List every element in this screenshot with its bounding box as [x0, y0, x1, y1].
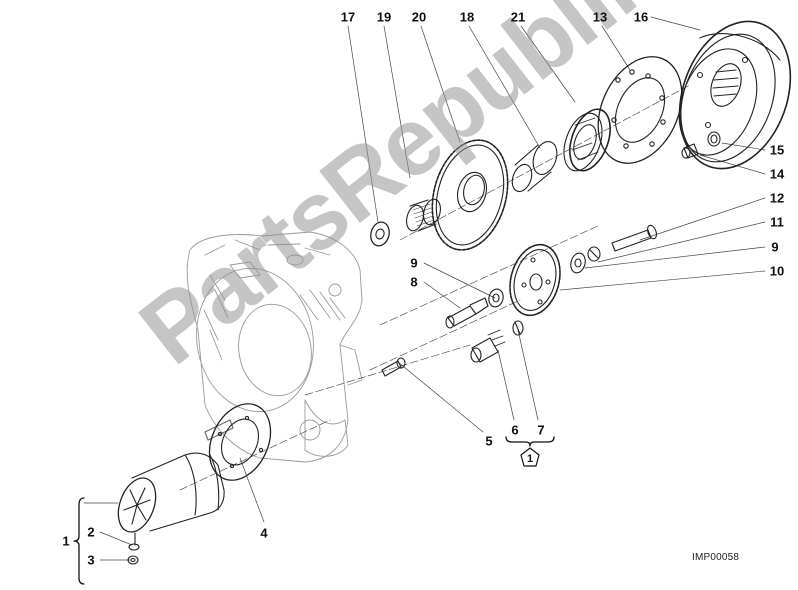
part-21-freewheel: [563, 108, 611, 172]
callout-c5[interactable]: 5: [485, 433, 493, 449]
callout-c3[interactable]: 3: [87, 552, 95, 568]
callout-c17[interactable]: 17: [340, 9, 356, 25]
part-2-washer: [128, 543, 140, 551]
part-1-starter-motor: [117, 452, 225, 546]
part-17-washer: [370, 221, 390, 247]
callout-c16[interactable]: 16: [633, 9, 649, 25]
callout-c21[interactable]: 21: [510, 9, 526, 25]
callout-c14[interactable]: 14: [769, 166, 785, 182]
callout-c11[interactable]: 11: [770, 214, 784, 230]
callout-c9b[interactable]: 9: [410, 255, 418, 271]
part-13-flange: [597, 56, 683, 164]
part-9-washer-left: [488, 288, 504, 308]
group-brace-1: [73, 497, 85, 585]
callout-c2[interactable]: 2: [87, 524, 95, 540]
callout-c1[interactable]: 1: [62, 533, 70, 549]
callout-c18[interactable]: 18: [459, 9, 475, 25]
kit-symbol-label: 1: [526, 453, 534, 465]
callout-c4[interactable]: 4: [260, 525, 268, 541]
part-3-nut: [127, 555, 139, 565]
part-9-washer-right: [570, 252, 586, 274]
callout-c15[interactable]: 15: [769, 142, 785, 158]
callout-c12[interactable]: 12: [769, 190, 785, 206]
reference-code: IMP00058: [692, 552, 740, 563]
callout-c20[interactable]: 20: [411, 9, 427, 25]
part-6-pinion: [470, 329, 506, 363]
part-16-flywheel: [678, 20, 792, 170]
crankcase-housing: [186, 231, 363, 463]
callout-c8[interactable]: 8: [410, 274, 418, 290]
callout-c7[interactable]: 7: [537, 422, 545, 438]
part-8-shaft: [445, 297, 489, 329]
callout-c6[interactable]: 6: [511, 422, 519, 438]
part-12-bolt: [611, 224, 658, 252]
kit-pentagon-icon: [520, 447, 540, 467]
part-18-bushing: [511, 141, 558, 193]
part-5-bolt: [381, 357, 406, 377]
part-19-needle-bearing: [406, 198, 441, 232]
part-4-gasket: [208, 403, 272, 481]
part-15-plug: [707, 131, 721, 147]
callout-c19[interactable]: 19: [376, 9, 392, 25]
group-brace-6-7: [505, 436, 555, 447]
part-20-large-gear: [431, 139, 509, 251]
part-14-dowel: [681, 143, 699, 159]
part-7-circlip: [512, 320, 524, 336]
callout-c10[interactable]: 10: [769, 263, 785, 279]
callout-c9a[interactable]: 9: [771, 239, 779, 255]
part-10-idler-gear: [509, 243, 561, 317]
leader-lines: [83, 16, 766, 561]
part-11-clip: [587, 246, 601, 262]
callout-c13[interactable]: 13: [592, 9, 608, 25]
